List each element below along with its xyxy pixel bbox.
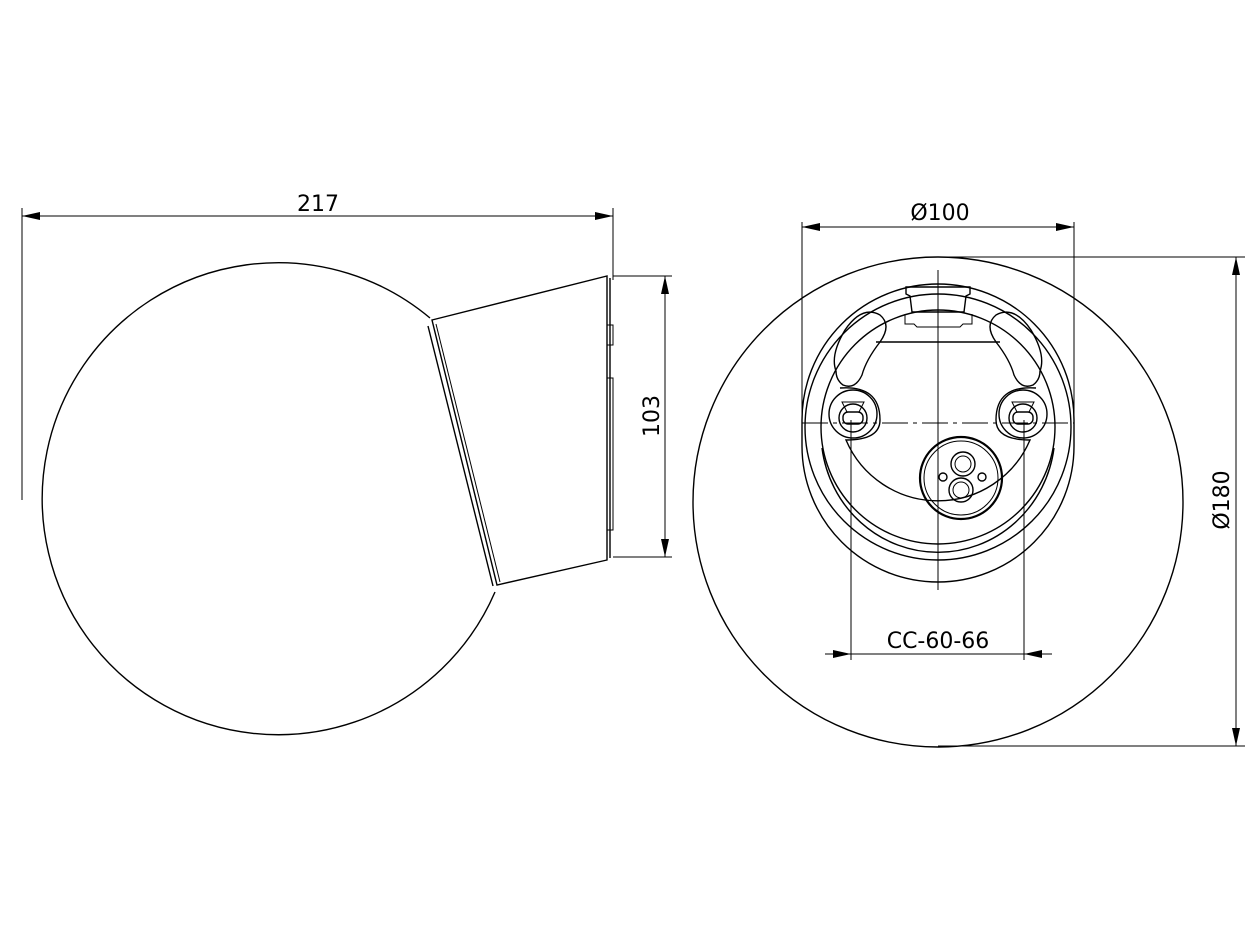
arrow-bottom <box>661 539 669 557</box>
dim-label-mount-diameter: Ø100 <box>910 201 969 226</box>
shade-sphere-outline <box>41 262 496 736</box>
arrow-right <box>595 212 613 220</box>
side-view: 217 103 <box>21 192 672 736</box>
arrow-cc-left <box>833 650 851 658</box>
mount-base-outline <box>801 283 1075 583</box>
mount-flange <box>427 325 494 587</box>
slot-left <box>833 311 887 387</box>
mount-hole-left <box>828 389 878 439</box>
arrow-cc-right <box>1024 650 1042 658</box>
mount-hole-right <box>998 389 1048 439</box>
arrow-d100-right <box>1056 223 1074 231</box>
arrow-left <box>22 212 40 220</box>
slot-right <box>989 311 1043 387</box>
arrow-top <box>661 276 669 294</box>
arrow-d180-bottom <box>1232 728 1240 746</box>
wall-plate-notch-top <box>607 324 614 346</box>
mount-base <box>431 275 608 586</box>
rear-view: Ø100 Ø180 CC-60-66 <box>692 201 1245 748</box>
terminal-block <box>918 435 1004 521</box>
dim-label-hole-spacing: CC-60-66 <box>887 629 990 654</box>
cable-clamp <box>905 286 971 313</box>
dim-label-shade-diameter: Ø180 <box>1210 470 1235 529</box>
mount-flange-inner <box>435 323 501 583</box>
arrow-d180-top <box>1232 257 1240 275</box>
arrow-d100-left <box>802 223 820 231</box>
dim-label-overall-width: 217 <box>297 192 339 217</box>
wall-plate-notch-bottom <box>607 377 614 531</box>
dim-label-base-height: 103 <box>640 395 665 437</box>
